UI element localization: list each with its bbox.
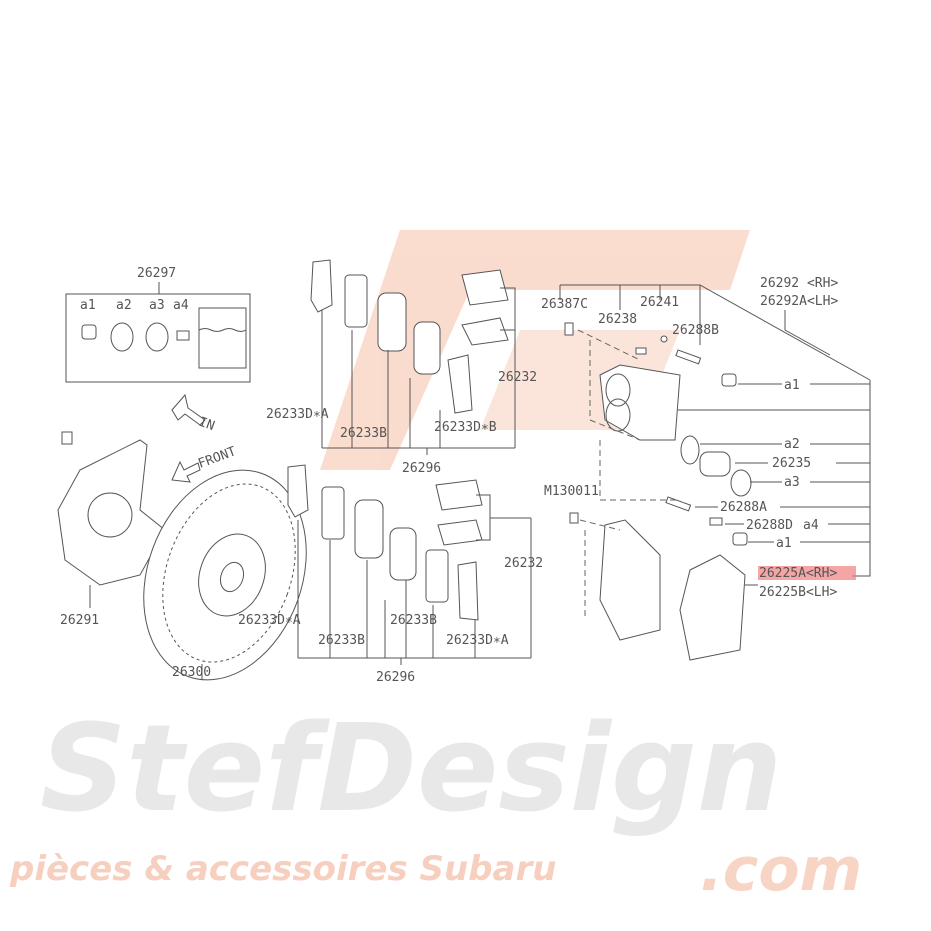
- label-shield[interactable]: 26291: [60, 613, 99, 628]
- piston-icon: [699, 451, 731, 477]
- seal-icon: [110, 322, 134, 352]
- label-piston[interactable]: 26235: [772, 456, 811, 471]
- in-label: IN: [197, 415, 217, 434]
- pad-set-lower: 26233D∗A 26233B 26233B 26233D∗A 26296 26…: [238, 464, 543, 685]
- label-upper-shim-b[interactable]: 26233B: [340, 426, 387, 441]
- cap-icon: [660, 335, 668, 343]
- grease-bag-icon: [198, 307, 247, 369]
- label-a1: a1: [80, 298, 96, 313]
- label-a3: a3: [149, 298, 165, 313]
- watermark-tagline: pièces & accessoires Subaru: [9, 849, 556, 889]
- label-lower-shim-a[interactable]: 26233D∗A: [238, 613, 301, 628]
- label-bolt-m[interactable]: M130011: [544, 484, 599, 499]
- label-upper-clips[interactable]: 26232: [498, 370, 537, 385]
- label-caliper-rh[interactable]: 26292 <RH>: [760, 276, 838, 291]
- label-lower-shim-b2[interactable]: 26233B: [390, 613, 437, 628]
- label-pin-d[interactable]: 26288D: [746, 518, 793, 533]
- bolt-icon: [61, 431, 73, 445]
- label-support-lh[interactable]: 26225B<LH>: [759, 585, 837, 600]
- label-lower-pad-set[interactable]: 26296: [376, 670, 415, 685]
- support-bracket: [679, 554, 746, 661]
- label-pin-a[interactable]: 26288A: [720, 500, 767, 515]
- bolt-icon: [569, 512, 579, 524]
- label-cap[interactable]: 26241: [640, 295, 679, 310]
- sleeve-icon: [709, 517, 723, 526]
- bolt-icon: [564, 322, 574, 336]
- pin-icon: [665, 496, 692, 512]
- watermark-suffix: .com: [700, 835, 862, 905]
- watermark-brand: StefDesign: [40, 700, 782, 839]
- highlight-support-rh: [758, 566, 856, 580]
- boot-ring-icon: [730, 469, 752, 497]
- seal-icon: [680, 435, 700, 465]
- knuckle: [599, 519, 661, 641]
- label-a2: a2: [784, 437, 800, 452]
- label-support-rh[interactable]: 26225A<RH>: [759, 566, 837, 581]
- boot-icon: [732, 532, 748, 546]
- kit-26297: 26297 a1 a2 a3 a4: [65, 266, 251, 383]
- brake-rotor-26300: 26300: [143, 469, 307, 681]
- boot-icon: [81, 324, 97, 340]
- in-arrow-icon: IN: [171, 393, 217, 434]
- label-lower-shim-a2[interactable]: 26233D∗A: [446, 633, 509, 648]
- label-bleeder[interactable]: 26238: [598, 312, 637, 327]
- label-upper-shim-a[interactable]: 26233D∗A: [266, 407, 329, 422]
- label-bolt[interactable]: 26387C: [541, 297, 588, 312]
- boot-ring-icon: [145, 322, 169, 352]
- label-caliper-lh[interactable]: 26292A<LH>: [760, 294, 838, 309]
- label-a1-bottom: a1: [776, 536, 792, 551]
- label-lower-clips[interactable]: 26232: [504, 556, 543, 571]
- boot-icon: [721, 373, 737, 387]
- pin-icon: [675, 349, 702, 365]
- label-lower-shim-b[interactable]: 26233B: [318, 633, 365, 648]
- label-rotor[interactable]: 26300: [172, 665, 211, 680]
- label-a4: a4: [803, 518, 819, 533]
- label-a1-top: a1: [784, 378, 800, 393]
- label-pin-b[interactable]: 26288B: [672, 323, 719, 338]
- bleeder-icon: [635, 347, 647, 355]
- label-a4: a4: [173, 298, 189, 313]
- label-upper-pad-set[interactable]: 26296: [402, 461, 441, 476]
- label-a3: a3: [784, 475, 800, 490]
- front-label: FRONT: [196, 444, 238, 472]
- dust-shield-26291: 26291: [57, 431, 166, 628]
- sleeve-icon: [176, 330, 190, 341]
- label-upper-shim-db[interactable]: 26233D∗B: [434, 420, 497, 435]
- label-kit[interactable]: 26297: [137, 266, 176, 281]
- caliper-assembly: 26387C 26238 26241 26288B 26292 <RH> 262…: [541, 276, 871, 661]
- label-a2: a2: [116, 298, 132, 313]
- pad-set-upper: 26233D∗A 26233B 26233D∗B 26296 26232: [266, 259, 537, 476]
